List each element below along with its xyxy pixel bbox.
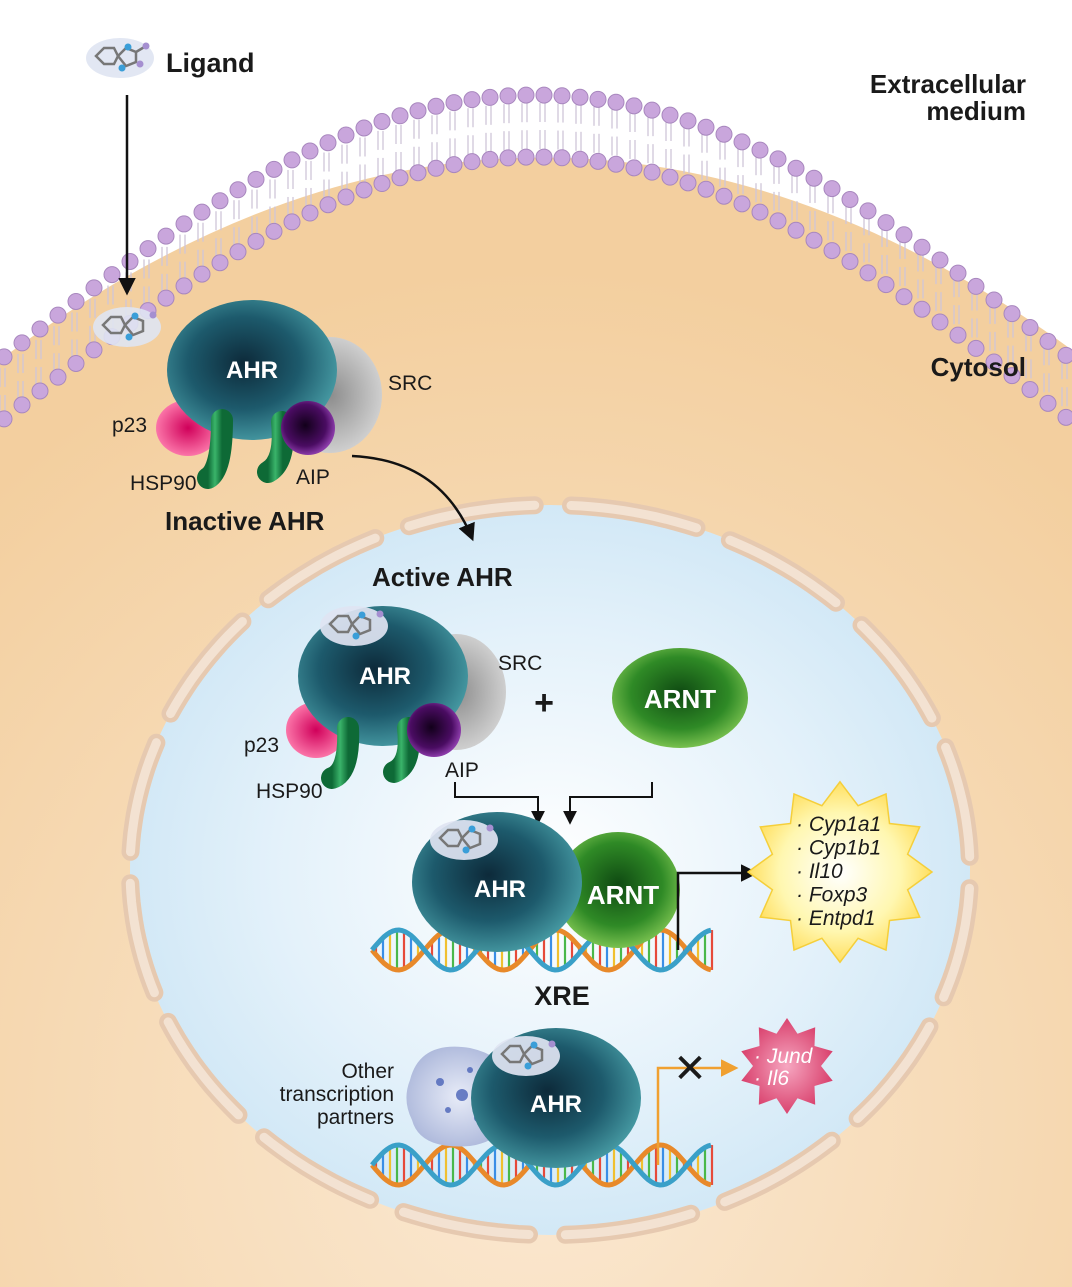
extracellular-label-line1: Extracellular (870, 69, 1026, 99)
blocked-cross-icon: ✕ (673, 1047, 707, 1091)
repressed-genes-list: · Jund· Il6 (754, 1045, 814, 1090)
ligand-molecule-icon (320, 606, 388, 646)
ligand-molecule-icon (430, 820, 498, 860)
ligand-molecule-icon (93, 307, 161, 347)
hsp90-protein (321, 717, 360, 789)
nuclear-envelope (121, 496, 979, 1244)
other-partner-dots (436, 1067, 493, 1122)
src-label: SRC (498, 652, 542, 675)
repressed-genes-burst (741, 1018, 833, 1114)
inactive-ahr-label: Inactive AHR (165, 506, 325, 536)
induced-gene-item: · Entpd1 (796, 907, 875, 930)
ahr-label: AHR (359, 663, 411, 690)
inactive-ahr-complex: AHR SRC p23 HSP90 AIP Inactive AHR (93, 300, 432, 536)
arnt-protein (556, 832, 680, 948)
aip-label: AIP (296, 466, 330, 489)
src-label: SRC (388, 372, 432, 395)
hsp90-protein (197, 409, 233, 489)
active-ahr-complex: AHR SRC p23 HSP90 AIP (244, 606, 542, 803)
ahr-label: AHR (226, 357, 278, 384)
gene-induction-arrow (676, 864, 759, 950)
induced-gene-item: · Il10 (796, 860, 843, 883)
induced-gene-item: · Cyp1b1 (796, 837, 881, 860)
xre-label: XRE (534, 981, 590, 1011)
aip-protein (407, 703, 461, 757)
complex-merge-arrow-left (454, 782, 545, 825)
complex-merge-arrow-right (563, 782, 653, 825)
other-partners-label-line1: Other (341, 1060, 394, 1083)
hsp90-label: HSP90 (256, 780, 323, 803)
induced-gene-item: · Cyp1a1 (796, 813, 881, 836)
other-partners-label-line2: transcription (280, 1083, 394, 1106)
arnt-protein (612, 648, 748, 748)
ahr-label: AHR (530, 1091, 582, 1118)
p23-label: p23 (244, 734, 279, 757)
induced-gene-item: · Foxp3 (796, 884, 868, 907)
induced-genes-burst (746, 780, 934, 964)
induced-genes-list: · Cyp1a1· Cyp1b1· Il10· Foxp3· Entpd1 (796, 813, 881, 930)
gene-repression-arrow (656, 1059, 739, 1165)
hsp90-label: HSP90 (130, 472, 197, 495)
ligand-molecule-icon (86, 38, 154, 78)
aip-protein (281, 401, 335, 455)
ahr-label: AHR (474, 876, 526, 903)
plus-sign: + (534, 684, 554, 722)
cytosol-label: Cytosol (931, 352, 1026, 382)
ligand-molecule-icon (492, 1036, 560, 1076)
arnt-label: ARNT (587, 880, 659, 910)
other-partners-label-line3: partners (317, 1106, 394, 1129)
aip-label: AIP (445, 759, 479, 782)
arnt-label: ARNT (644, 684, 716, 714)
p23-label: p23 (112, 414, 147, 437)
repressed-gene-item: · Il6 (754, 1067, 789, 1090)
repressed-gene-item: · Jund (754, 1045, 814, 1068)
extracellular-label-line2: medium (926, 96, 1026, 126)
nuclear-translocation-arrow (351, 454, 475, 542)
active-ahr-label: Active AHR (372, 562, 513, 592)
ligand-label: Ligand (166, 48, 255, 78)
